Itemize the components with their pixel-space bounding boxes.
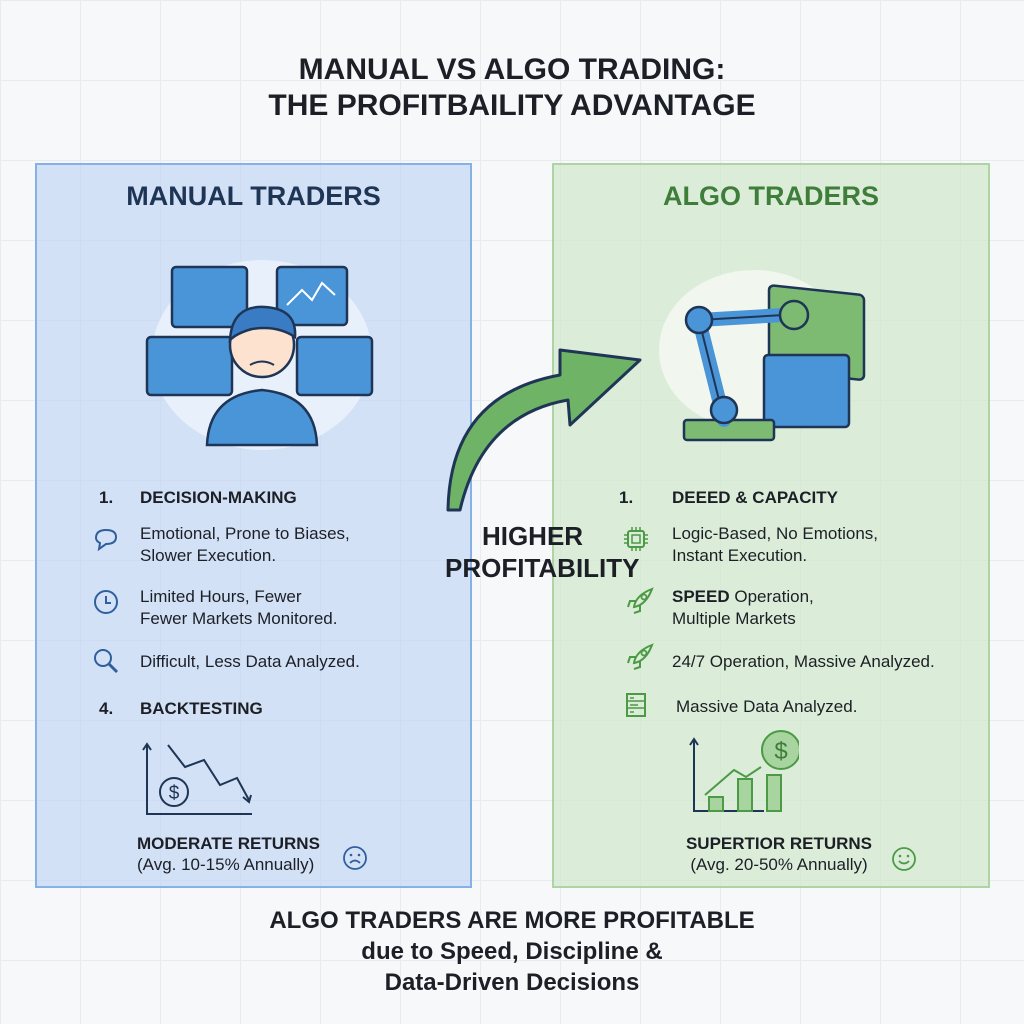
stressed-trader-illustration <box>145 260 374 450</box>
curved-arrow-icon <box>446 348 642 512</box>
rising-chart-icon: $ <box>689 730 799 812</box>
item-text: Fewer Markets Monitored. <box>140 609 338 628</box>
item-text: Difficult, Less Data Analyzed. <box>140 652 360 671</box>
list-item: Logic-Based, No Emotions, Instant Executi… <box>672 523 878 567</box>
list-item: 24/7 Operation, Massive Analyzed. <box>672 651 935 673</box>
speech-bubble-icon <box>94 528 118 552</box>
item-text: Limited Hours, Fewer <box>140 587 302 606</box>
page-title: MANUAL VS ALGO TRADING: THE PROFITBAILIT… <box>0 52 1024 124</box>
algo-heading: ALGO TRADERS <box>663 181 879 211</box>
item-text: 24/7 Operation, Massive Analyzed. <box>672 652 935 671</box>
returns-title: MODERATE RETURNS <box>137 834 320 853</box>
magnifier-icon <box>94 649 119 674</box>
item-text: Instant Execution. <box>672 546 808 565</box>
manual-traders-panel: MANUAL TRADERS 1. DECISION-MAKING Emotio… <box>35 163 472 888</box>
clock-icon <box>94 590 118 614</box>
item-text: Multiple Markets <box>672 609 796 628</box>
algo-traders-panel: ALGO TRADERS 1. DEEED & CAPACITY Logic-B… <box>552 163 990 888</box>
section-number: 4. <box>99 699 114 718</box>
list-item: Massive Data Analyzed. <box>676 696 857 718</box>
svg-text:$: $ <box>774 738 787 765</box>
conclusion-line-2: due to Speed, Discipline & <box>361 938 663 965</box>
manual-heading: MANUAL TRADERS <box>126 181 381 211</box>
returns-label: SUPERTIOR RETURNS (Avg. 20-50% Annually) <box>674 833 884 875</box>
item-text: Emotional, Prone to Biases, <box>140 524 350 543</box>
item-bold-text: SPEED <box>672 587 730 606</box>
svg-text:$: $ <box>169 783 180 804</box>
middle-line-1: HIGHER <box>481 521 584 551</box>
sad-face-icon <box>343 846 367 870</box>
list-item: Difficult, Less Data Analyzed. <box>140 651 360 673</box>
title-line-1: MANUAL VS ALGO TRADING: <box>298 53 726 86</box>
returns-label: MODERATE RETURNS (Avg. 10-15% Annually) <box>137 833 320 875</box>
conclusion-line-1: ALGO TRADERS ARE MORE PROFITABLE <box>269 907 755 934</box>
item-text: Massive Data Analyzed. <box>676 697 858 716</box>
returns-subtitle: (Avg. 10-15% Annually) <box>137 855 315 874</box>
list-item: SPEED Operation, Multiple Markets <box>672 586 814 630</box>
item-text: Slower Execution. <box>140 546 277 565</box>
rocket-icon <box>627 587 654 614</box>
server-icon <box>626 693 646 717</box>
section-title: DEEED & CAPACITY <box>672 488 838 507</box>
conclusion-line-3: Data-Driven Decisions <box>384 969 640 996</box>
returns-title: SUPERTIOR RETURNS <box>685 834 873 853</box>
item-text: Operation, <box>729 587 814 606</box>
list-item: Emotional, Prone to Biases, Slower Execut… <box>140 523 350 567</box>
section-title: BACKTESTING <box>140 699 263 718</box>
robot-arm-illustration <box>659 270 866 442</box>
section-number: 1. <box>619 488 634 507</box>
declining-chart-icon: $ <box>142 742 252 815</box>
title-line-2: THE PROFITBAILITY ADVANTAGE <box>268 89 756 122</box>
item-text: Logic-Based, No Emotions, <box>672 524 878 543</box>
middle-line-2: PROFITABILITY <box>445 553 640 583</box>
rocket-icon <box>627 643 654 670</box>
smiley-face-icon <box>892 847 916 871</box>
higher-profitability-label: HIGHER PROFITABILITY <box>445 520 640 584</box>
returns-subtitle: (Avg. 20-50% Annually) <box>690 855 868 874</box>
section-number: 1. <box>99 488 114 507</box>
conclusion-text: ALGO TRADERS ARE MORE PROFITABLE due to … <box>0 905 1024 998</box>
chip-icon <box>624 527 648 551</box>
section-title: DECISION-MAKING <box>140 488 297 507</box>
